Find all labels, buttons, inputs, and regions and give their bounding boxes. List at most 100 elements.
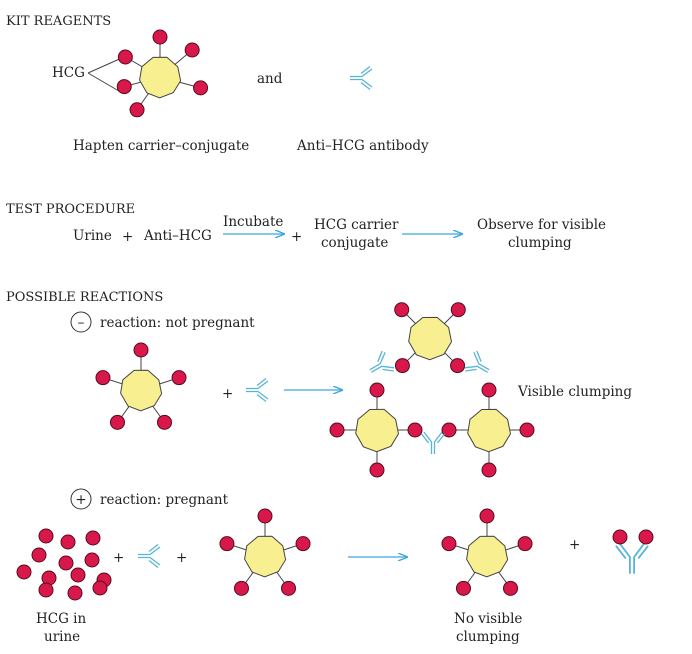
antibody-chain (465, 368, 477, 372)
hcg-molecule (295, 536, 311, 552)
hcg-in-urine-label: HCG in (36, 611, 86, 627)
hcg-molecule (612, 529, 628, 545)
carrier-protein (466, 535, 509, 578)
visible-clump-complex (329, 302, 535, 478)
antibody-icon (350, 65, 373, 91)
antibody-icon (138, 543, 161, 569)
antibody-icon (246, 377, 269, 403)
hcg-molecule (60, 534, 76, 550)
antibody-chain (473, 351, 490, 371)
hcg-molecule (219, 536, 235, 552)
observe-label: Observe for visible (477, 217, 606, 233)
antibody-chain (371, 365, 395, 373)
hcg-molecule (407, 422, 423, 438)
antibody-chain (436, 433, 446, 444)
conjugate-label: Hapten carrier–conjugate (73, 138, 249, 154)
clumping-label: clumping (456, 629, 520, 645)
antibody-chain (382, 368, 394, 372)
hcg-molecule (133, 342, 149, 358)
anti-hcg-antibody (138, 543, 161, 569)
anti-hcg-antibody (350, 65, 373, 91)
visible-clumping-label: Visible clumping (517, 384, 632, 400)
antibody-label: Anti–HCG antibody (296, 138, 429, 154)
plus-sign: + (291, 229, 302, 245)
hcg-molecule (519, 422, 535, 438)
hcg-carrier-conjugate (219, 508, 311, 596)
unbound-hcg-carrier-conjugate (441, 508, 533, 596)
plus-sign: + (176, 550, 187, 566)
antibody-chain (476, 350, 482, 362)
hcg-molecule (38, 528, 54, 544)
hcg-molecule (109, 414, 125, 430)
hcg-molecule (281, 580, 297, 596)
kit-reagents-heading: KIT REAGENTS (6, 14, 111, 29)
antibody-chain (377, 350, 383, 362)
hcg-molecule (481, 462, 497, 478)
hcg-molecule (31, 547, 47, 563)
hcg-molecule (171, 370, 187, 386)
plus-sign: + (222, 386, 233, 402)
hcg-molecule (441, 536, 457, 552)
antibody-chain (148, 543, 159, 553)
antibody-bound-hcg (612, 529, 654, 574)
urine-label: Urine (73, 228, 112, 244)
antibody-chain (420, 433, 430, 444)
antibody-icon (464, 350, 490, 373)
antibody-chain (637, 545, 649, 559)
negative-sign-circle (70, 311, 92, 333)
positive-reaction-label: reaction: pregnant (100, 492, 229, 508)
hcg-molecule (233, 580, 249, 596)
plus-sign: + (569, 537, 580, 553)
positive-sign: + (75, 492, 86, 508)
hcg-molecule (84, 552, 100, 568)
hcg-molecule (517, 536, 533, 552)
hcg-molecule (450, 302, 466, 318)
hcg-molecule (503, 580, 519, 596)
antibody-chain (618, 542, 631, 574)
no-visible-label: No visible (454, 611, 522, 627)
antibody-chain (256, 377, 267, 387)
hcg-molecule (92, 580, 108, 596)
hapten-carrier-conjugate (116, 29, 209, 118)
antibody-chain (148, 559, 159, 569)
antibody-chain (360, 65, 371, 75)
hcg-molecule (455, 580, 471, 596)
hcg-carrier-conjugate (95, 342, 187, 430)
hcg-molecule (95, 370, 111, 386)
plus-sign: + (122, 229, 133, 245)
carrier-protein (120, 369, 163, 412)
hcg-molecule (157, 414, 173, 430)
hcg-label: HCG (52, 65, 85, 81)
hcg-molecule (70, 567, 86, 583)
antibody-chain (256, 393, 267, 403)
negative-reaction-label: reaction: not pregnant (100, 315, 255, 331)
antibody-chain (246, 390, 269, 400)
conjugate-label: conjugate (321, 235, 388, 251)
hcg-carrier-label: HCG carrier (314, 217, 399, 233)
antibody-chain (138, 556, 161, 566)
clumping-label: clumping (508, 235, 572, 251)
hcg-molecule (441, 422, 457, 438)
antibody-chain (350, 78, 373, 88)
hcg-molecule (116, 79, 132, 95)
antibody-chain (138, 546, 161, 556)
antibody-chain (246, 380, 269, 390)
hcg-molecule (638, 529, 654, 545)
carrier-protein (139, 56, 182, 99)
hcg-molecule (450, 358, 466, 374)
plus-sign: + (113, 550, 124, 566)
urine-label: urine (44, 629, 80, 645)
anti-hcg-antibody (246, 377, 269, 403)
negative-sign: – (78, 315, 85, 331)
anti-hcg-label: Anti–HCG (143, 228, 212, 244)
hcg-pointer-upper (87, 56, 125, 74)
antibody-chain (433, 431, 443, 454)
hcg-molecule (16, 564, 32, 580)
free-hcg-in-urine (16, 528, 112, 601)
hcg-molecule (369, 382, 385, 398)
hcg-molecule (67, 585, 83, 601)
hcg-molecule (193, 80, 209, 96)
hcg-molecule (58, 555, 74, 571)
antibody-chain (423, 431, 433, 454)
possible-reactions-heading: POSSIBLE REACTIONS (6, 290, 163, 305)
